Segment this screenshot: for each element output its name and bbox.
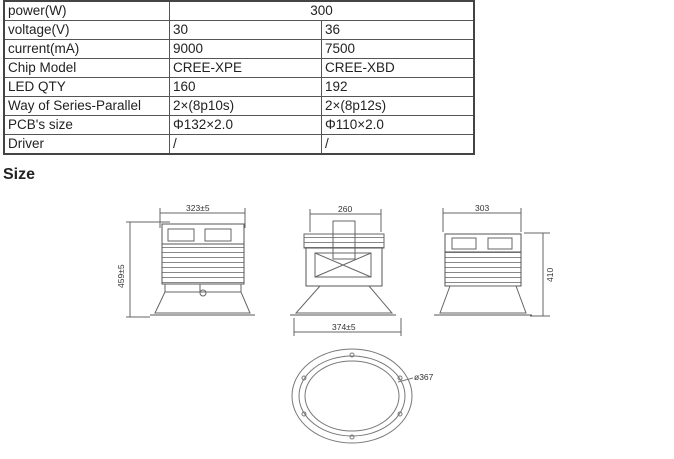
back-view xyxy=(434,208,550,317)
back-height-label: 410 xyxy=(545,268,555,282)
side-view xyxy=(290,209,402,336)
size-heading: Size xyxy=(3,166,36,183)
table-cell-label: PCB's size xyxy=(3,115,170,135)
bottom-view xyxy=(291,348,414,444)
table-cell-label: Chip Model xyxy=(3,58,170,78)
spec-table: power(W) 300 voltage(V) 30 36 current(mA… xyxy=(3,0,475,155)
dimension-drawing: 323±5 459±5 260 374±5 303 410 xyxy=(116,203,555,444)
table-cell-label: voltage(V) xyxy=(3,20,170,40)
table-row: Chip Model CREE-XPE CREE-XBD xyxy=(3,58,475,78)
table-cell-label: current(mA) xyxy=(3,39,170,59)
table-cell-label: LED QTY xyxy=(3,77,170,97)
table-row: LED QTY 160 192 xyxy=(3,77,475,97)
table-row: Way of Series-Parallel 2×(8p10s) 2×(8p12… xyxy=(3,96,475,116)
front-height-label: 459±5 xyxy=(116,264,126,288)
table-cell-label: power(W) xyxy=(3,0,170,21)
bottom-diameter-label: ø367 xyxy=(414,372,434,382)
table-cell-value: / xyxy=(169,134,322,155)
table-cell-value: 9000 xyxy=(169,39,322,59)
table-cell-value: 160 xyxy=(169,77,322,97)
side-base-width-label: 374±5 xyxy=(332,322,356,332)
table-cell-label: Driver xyxy=(3,134,170,155)
table-row: power(W) 300 xyxy=(3,0,475,21)
table-cell-value: 2×(8p10s) xyxy=(169,96,322,116)
table-row: PCB's size Φ132×2.0 Φ110×2.0 xyxy=(3,115,475,135)
table-cell-value: / xyxy=(321,134,475,155)
back-width-label: 303 xyxy=(475,203,489,213)
table-cell-value: 36 xyxy=(321,20,475,40)
table-row: Driver / / xyxy=(3,134,475,155)
table-cell-label: Way of Series-Parallel xyxy=(3,96,170,116)
table-cell-value: 30 xyxy=(169,20,322,40)
table-cell-value: CREE-XBD xyxy=(321,58,475,78)
table-cell-value: CREE-XPE xyxy=(169,58,322,78)
table-cell-value: 192 xyxy=(321,77,475,97)
front-view xyxy=(126,208,255,318)
table-cell-value: 300 xyxy=(169,0,475,21)
table-row: current(mA) 9000 7500 xyxy=(3,39,475,59)
table-cell-value: Φ110×2.0 xyxy=(321,115,475,135)
side-top-width-label: 260 xyxy=(338,204,352,214)
table-row: voltage(V) 30 36 xyxy=(3,20,475,40)
table-cell-value: 7500 xyxy=(321,39,475,59)
table-cell-value: 2×(8p12s) xyxy=(321,96,475,116)
front-width-label: 323±5 xyxy=(186,203,210,213)
table-cell-value: Φ132×2.0 xyxy=(169,115,322,135)
